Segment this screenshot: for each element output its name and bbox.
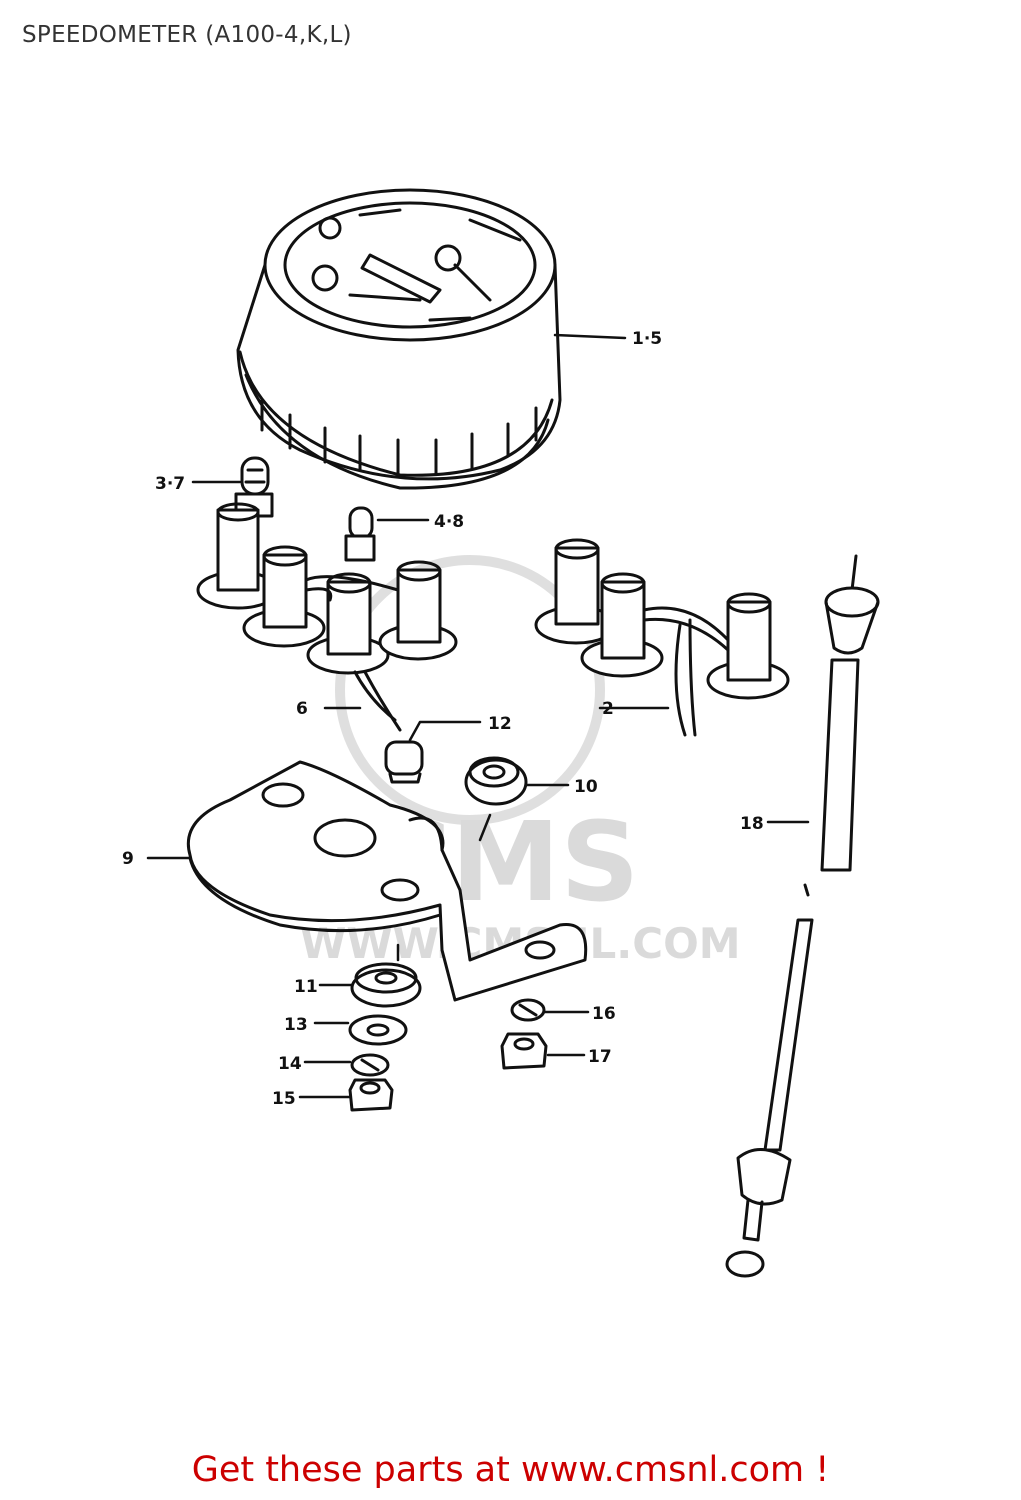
cushion-10 xyxy=(464,756,528,806)
callout-nut-17: 17 xyxy=(588,1047,612,1067)
speedometer-housing xyxy=(236,188,562,490)
lock-washer-14 xyxy=(350,1053,390,1077)
socket-harness-right xyxy=(534,538,790,737)
callout-grommet-12: 12 xyxy=(488,714,512,734)
callout-cushion-11: 11 xyxy=(294,977,318,997)
callout-washer-16: 16 xyxy=(592,1004,616,1024)
callout-washer-13: 13 xyxy=(284,1015,308,1035)
cushion-11 xyxy=(350,962,422,1008)
callout-cable: 18 xyxy=(740,814,764,834)
callout-socket-right: 2 xyxy=(602,699,614,719)
washer-13 xyxy=(348,1014,408,1046)
callout-speedometer: 1·5 xyxy=(632,329,662,349)
socket-harness-left xyxy=(196,502,458,732)
washer-16 xyxy=(510,998,546,1022)
bulb-small xyxy=(344,506,376,562)
callout-labels: 1·5 3·7 4·8 6 2 12 10 9 18 11 13 14 15 1… xyxy=(122,329,764,1109)
footer-link[interactable]: Get these parts at www.cmsnl.com ! xyxy=(191,1450,830,1490)
nut-17 xyxy=(500,1032,548,1070)
callout-bulb-large: 3·7 xyxy=(155,474,185,494)
speedometer-cable xyxy=(725,554,880,1278)
leader-lines xyxy=(146,333,810,1099)
callout-nut-15: 15 xyxy=(272,1089,296,1109)
callout-lock-washer-14: 14 xyxy=(278,1054,302,1074)
nut-15 xyxy=(348,1078,394,1112)
callout-bracket: 9 xyxy=(122,849,134,869)
grommet-12 xyxy=(384,740,424,784)
callout-cushion-10: 10 xyxy=(574,777,598,797)
bracket xyxy=(186,760,588,1002)
page-title: SPEEDOMETER (A100-4,K,L) xyxy=(22,22,352,48)
callout-bulb-small: 4·8 xyxy=(434,512,464,532)
callout-socket-left: 6 xyxy=(296,699,308,719)
